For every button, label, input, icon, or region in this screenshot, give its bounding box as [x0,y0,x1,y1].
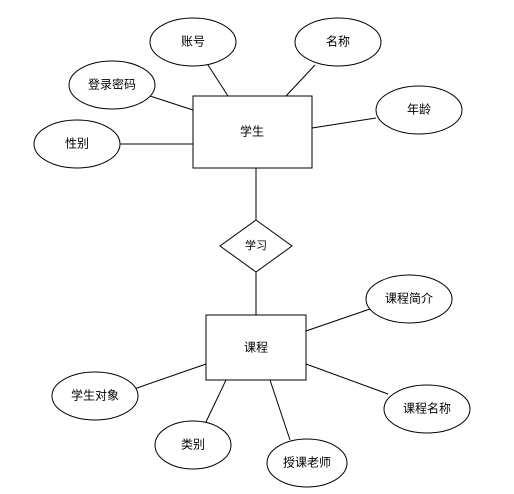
attribute-login-password-ellipse [68,60,156,110]
attribute-gender-label: 性别 [65,137,89,151]
attribute-course-name-ellipse [383,384,471,434]
attribute-name-label: 名称 [326,34,350,49]
attribute-login-password: 登录密码 [68,60,156,110]
attribute-gender: 性别 [33,119,121,169]
line-target-course [133,363,207,390]
line-age-student [311,117,377,129]
attribute-age-ellipse [375,85,463,135]
line-category-course [204,379,227,425]
entity-student: 学生 [192,95,313,169]
attribute-category-ellipse [154,420,232,470]
line-intro-course [305,308,371,332]
attribute-account: 账号 [149,17,237,67]
attribute-intro-ellipse [365,274,453,324]
attribute-gender-ellipse [33,119,121,169]
attribute-course-name-label: 课程名称 [403,401,451,416]
attribute-login-password-label: 登录密码 [88,77,136,92]
attribute-name-ellipse [294,17,382,67]
attribute-target-students: 学生对象 [51,371,139,421]
attribute-course-name: 课程名称 [383,384,471,434]
line-coursename-course [305,363,389,395]
attribute-age: 年龄 [375,85,463,135]
attribute-account-ellipse [149,17,237,67]
relationship-study: 学习 [219,219,293,273]
entity-student-box [192,95,313,169]
attribute-target-students-label: 学生对象 [71,388,119,403]
connector-lines [120,64,389,441]
attribute-category-label: 类别 [181,438,205,452]
relationship-study-diamond [219,219,293,273]
attribute-intro-label: 课程简介 [385,291,433,306]
attribute-age-label: 年龄 [407,103,431,117]
attribute-teacher-ellipse [266,438,348,488]
line-name-student [285,64,316,97]
line-teacher-course [269,379,291,441]
attribute-teacher: 授课老师 [266,438,348,488]
entity-course-label: 课程 [244,340,268,355]
attribute-name: 名称 [294,17,382,67]
entity-course-box [205,314,307,381]
line-password-student [149,95,194,111]
line-account-student [207,64,229,97]
attribute-teacher-label: 授课老师 [283,455,331,470]
attribute-account-label: 账号 [181,35,205,49]
entity-student-label: 学生 [240,124,264,139]
relationship-study-label: 学习 [245,238,267,252]
attribute-target-students-ellipse [51,371,139,421]
attribute-category: 类别 [154,420,232,470]
entity-course: 课程 [205,314,307,381]
attribute-intro: 课程简介 [365,274,453,324]
